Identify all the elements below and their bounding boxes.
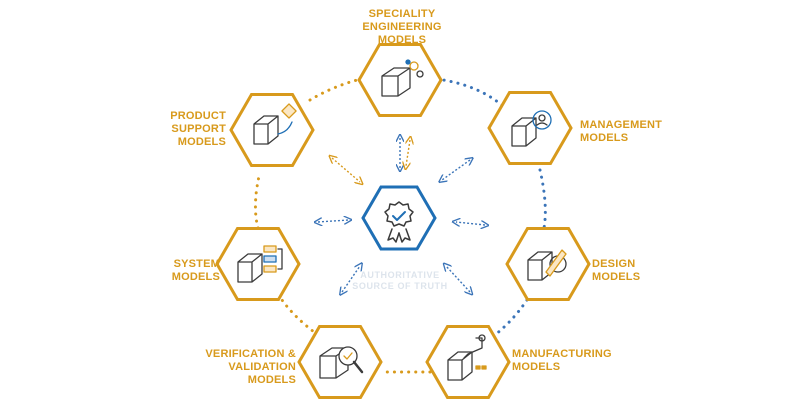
arrows xyxy=(318,138,485,292)
label-system: SYSTEM MODELS xyxy=(171,258,220,283)
hexagon-speciality xyxy=(357,42,443,118)
center-node xyxy=(361,185,437,251)
cube-person-icon xyxy=(511,110,552,147)
hexagon-manufacturing xyxy=(425,324,511,400)
hexagon-design xyxy=(505,226,591,302)
connector-productsupport-speciality xyxy=(308,76,367,102)
connector-system-productsupport xyxy=(253,170,262,230)
hexagon-verification xyxy=(297,324,383,400)
connector-design-manufacturing xyxy=(486,298,529,342)
arrow-management xyxy=(442,160,470,180)
connector-speciality-management xyxy=(435,77,507,110)
label-design: DESIGN MODELS xyxy=(592,258,641,283)
label-manufacturing: MANUFACTURING MODELS xyxy=(512,348,612,373)
hexagon-product-support xyxy=(229,92,315,168)
certified-badge-icon xyxy=(384,201,414,243)
arrow-verification xyxy=(342,266,360,292)
label-speciality: SPECIALITY ENGINEERING MODELS xyxy=(362,8,442,46)
arrow-productsupport xyxy=(332,158,360,182)
cube-magnifier-icon xyxy=(319,346,364,379)
cube-pen-gear-icon xyxy=(527,249,567,281)
arrow-manufacturing xyxy=(446,266,470,292)
hexagon-management xyxy=(487,90,573,166)
cube-robot-arm-icon xyxy=(447,334,487,381)
connector-verification-system xyxy=(280,298,320,337)
arrow-design xyxy=(456,222,485,225)
cube-hand-icon xyxy=(253,103,297,145)
cube-gears-icon xyxy=(381,59,424,97)
label-management: MANAGEMENT MODELS xyxy=(580,119,663,144)
label-product-support: PRODUCT SUPPORT MODELS xyxy=(170,110,226,148)
connector-management-design xyxy=(538,168,547,230)
icons xyxy=(237,59,567,381)
label-verification: VERIFICATION & VALIDATION MODELS xyxy=(205,348,296,386)
cube-blocks-icon xyxy=(237,245,283,283)
arrow-system xyxy=(318,220,348,222)
center-label: AUTHORITATIVE SOURCE OF TRUTH xyxy=(352,270,448,291)
arrow-speciality-2 xyxy=(406,140,410,166)
hexagon-system xyxy=(215,226,301,302)
connector-ring xyxy=(253,76,547,374)
